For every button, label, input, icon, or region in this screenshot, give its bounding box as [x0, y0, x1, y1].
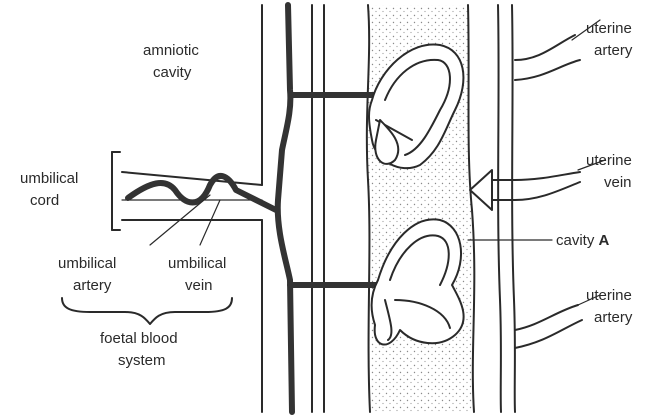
- label-foetal-2: system: [118, 352, 166, 369]
- label-cavity-a-prefix: cavity: [556, 232, 599, 249]
- label-uterine-artery-bottom-1: uterine: [586, 287, 632, 304]
- label-vein-1: umbilical: [168, 255, 226, 272]
- label-amniotic-1: amniotic: [143, 42, 199, 59]
- label-uterine-vein-2: vein: [604, 174, 632, 191]
- label-uterine-artery-top-2: artery: [594, 42, 633, 59]
- label-foetal-1: foetal blood: [100, 330, 178, 347]
- label-uterine-artery-bottom-2: artery: [594, 309, 633, 326]
- cord-bracket: [112, 152, 120, 230]
- label-cord-2: cord: [30, 192, 59, 209]
- label-cord-1: umbilical: [20, 170, 78, 187]
- label-amniotic-2: cavity: [153, 64, 192, 81]
- foetal-brace: [62, 298, 232, 324]
- maternal-vessels: [470, 35, 582, 348]
- label-cavity-a: cavity A: [556, 232, 610, 249]
- label-artery-2: artery: [73, 277, 112, 294]
- label-cavity-a-letter: A: [599, 232, 610, 249]
- label-uterine-artery-top-1: uterine: [586, 20, 632, 37]
- label-uterine-vein-1: uterine: [586, 152, 632, 169]
- label-vein-2: vein: [185, 277, 213, 294]
- umbilical-cord: [122, 172, 262, 220]
- label-artery-1: umbilical: [58, 255, 116, 272]
